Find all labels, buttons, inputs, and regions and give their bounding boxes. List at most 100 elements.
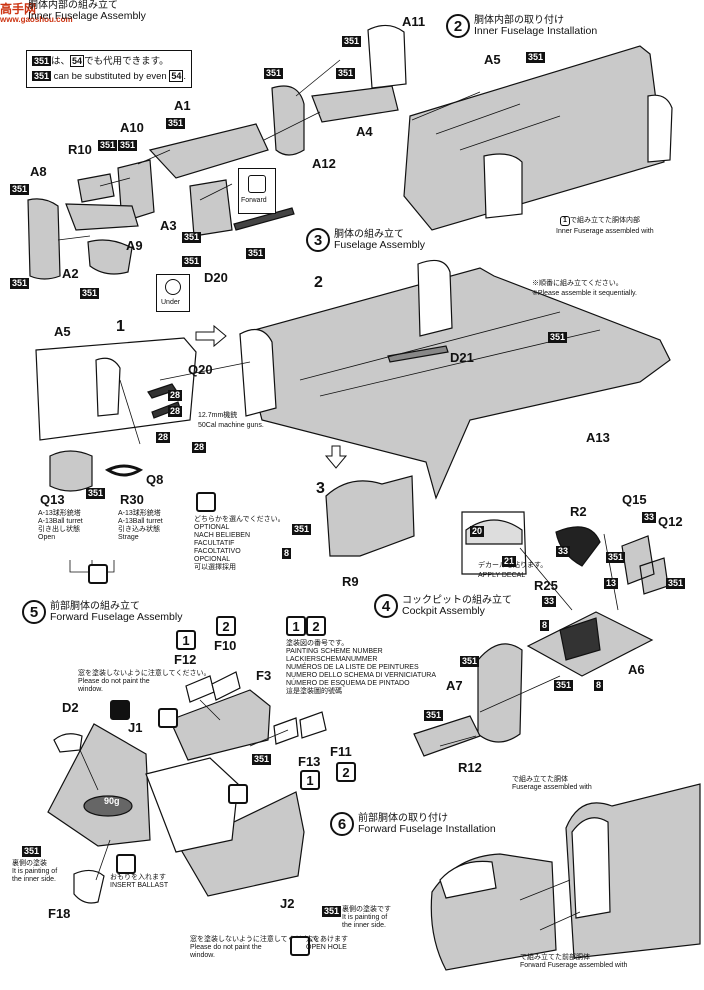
color-351: 351 bbox=[22, 846, 42, 857]
forward-direction-box: Forward bbox=[238, 168, 276, 214]
step3-title-jp: 胴体の組み立て bbox=[334, 229, 404, 240]
forward-arrow-icon bbox=[248, 175, 266, 193]
color-351: 351 bbox=[166, 118, 186, 129]
part-f10-drawing bbox=[211, 671, 241, 701]
under-label: Under bbox=[161, 299, 181, 306]
forward-label: Forward bbox=[241, 197, 267, 204]
part-label-r30: R30 bbox=[120, 492, 144, 507]
color-351: 351 bbox=[182, 232, 202, 243]
part-label-q15: Q15 bbox=[622, 492, 647, 507]
decal-note-jp: デカールを貼ります。 bbox=[478, 562, 548, 569]
no-paint-icon bbox=[110, 700, 130, 720]
color-28: 28 bbox=[192, 442, 207, 453]
ballast-weight: 90g bbox=[104, 796, 120, 806]
part-q12-drawing bbox=[621, 535, 669, 595]
part-label-a5: A5 bbox=[484, 52, 501, 67]
sequential-note-jp: ※順番に組み立てください。 bbox=[532, 280, 623, 287]
r30-jp: A-13球形銃塔 bbox=[118, 510, 161, 517]
inner-fuselage-drawing bbox=[403, 45, 665, 231]
part-label-a12: A12 bbox=[312, 156, 336, 171]
step2-title-jp: 胴体内部の取り付け bbox=[474, 15, 564, 26]
note-color-351: 351 bbox=[32, 56, 52, 66]
q13-jp2: 引き出し状態 bbox=[38, 526, 80, 533]
inner-ref-num: 1 bbox=[560, 216, 570, 226]
optional-fr: FACULTATIF bbox=[194, 540, 235, 547]
optional-jp: どちらかを選んでください。 bbox=[194, 516, 285, 523]
note-jp-end: でも代用できます。 bbox=[84, 56, 169, 67]
color-351: 351 bbox=[292, 524, 312, 535]
scheme-zh: 這是塗裝圖的號碼 bbox=[286, 688, 342, 695]
window-en2-bottom: window. bbox=[190, 952, 215, 959]
part-a8-drawing bbox=[27, 198, 61, 280]
step4-number: 4 bbox=[374, 594, 398, 618]
color-28: 28 bbox=[156, 432, 171, 443]
paint-direction-icon bbox=[158, 708, 178, 728]
scheme-legend-2-badge: 2 bbox=[306, 616, 326, 636]
optional-es: OPCIONAL bbox=[194, 556, 231, 563]
q13-en2: Open bbox=[38, 534, 56, 541]
open-hole-note: 穴をあけます OPEN HOLE bbox=[306, 936, 348, 952]
scheme-es: NÚMERO DE ESQUEMA DE PINTADO bbox=[286, 680, 410, 687]
color-351: 351 bbox=[182, 256, 202, 267]
part-label-a8: A8 bbox=[30, 164, 47, 179]
watermark-brand: 高手网 bbox=[0, 2, 37, 16]
q13-jp: A-13球形銃塔 bbox=[38, 510, 81, 517]
subassembly-2-label: 2 bbox=[314, 274, 323, 291]
forward-fuselage-assembled-note: で組み立てた前部胴体 Forward Fuserage assembled wi… bbox=[520, 954, 627, 970]
color-33: 33 bbox=[642, 512, 657, 523]
ballast-icon bbox=[116, 854, 136, 874]
color-351: 351 bbox=[336, 68, 356, 79]
step2-header: 2 胴体内部の取り付け Inner Fuselage Installation bbox=[446, 14, 597, 38]
note-en-mid: can be substituted by even bbox=[53, 71, 167, 82]
under-direction-box: Under bbox=[156, 274, 190, 312]
color-351: 351 bbox=[86, 488, 106, 499]
open-hole-jp: 穴をあけます bbox=[306, 936, 348, 943]
part-label-f12: F12 bbox=[174, 652, 197, 667]
window-en1-bottom: Please do not paint the bbox=[190, 944, 262, 951]
decal-note-en: APPLY DECAL bbox=[478, 572, 526, 579]
step6-title-jp: 前部胴体の取り付け bbox=[358, 813, 448, 824]
subassembly-1-label: 1 bbox=[116, 318, 125, 335]
window-note-top: 窓を塗装しないように注意してください。 Please do not paint … bbox=[78, 670, 210, 694]
part-a12-drawing bbox=[271, 85, 305, 156]
color-351: 351 bbox=[98, 140, 118, 151]
part-r12-drawing bbox=[413, 715, 481, 757]
color-351: 351 bbox=[554, 680, 574, 691]
part-label-a4: A4 bbox=[356, 124, 373, 139]
color-351: 351 bbox=[606, 552, 626, 563]
part-label-a2: A2 bbox=[62, 266, 79, 281]
step4-header: 4 コックピットの組み立て Cockpit Assembly bbox=[374, 594, 512, 618]
scheme-it: NUMERO DELLO SCHEMA DI VERNICIATURA bbox=[286, 672, 437, 679]
step4-title-jp: コックピットの組み立て bbox=[402, 595, 512, 606]
inner-en2: the inner side. bbox=[12, 876, 56, 883]
color-8: 8 bbox=[594, 680, 604, 691]
part-label-d2: D2 bbox=[62, 700, 79, 715]
inner-assembled-jp: で組み立てた胴体内部 bbox=[570, 217, 640, 224]
color-351: 351 bbox=[264, 68, 284, 79]
step1-header: 胴体内部の組み立て Inner Fuselage Assembly bbox=[28, 0, 146, 22]
under-arrow-icon bbox=[165, 279, 181, 295]
part-a9-drawing bbox=[65, 203, 139, 231]
sequential-note-en: ※Please assemble it sequentially. bbox=[532, 290, 637, 297]
part-a7-drawing bbox=[477, 643, 523, 743]
optional-choice-icon-bottom bbox=[88, 564, 108, 584]
inner2-en1: It is painting of bbox=[342, 914, 388, 921]
step6-number: 6 bbox=[330, 812, 354, 836]
f13-scheme-1-badge: 1 bbox=[300, 770, 320, 790]
cockpit-interior-drawing bbox=[145, 757, 239, 853]
part-label-a9: A9 bbox=[126, 238, 143, 253]
q13-notes: A-13球形銃塔 A-13Ball turret 引き出し状態 Open bbox=[38, 510, 83, 542]
color-33: 33 bbox=[556, 546, 571, 557]
part-label-r2: R2 bbox=[570, 504, 587, 519]
window-jp-bottom: 窓を塗装しないように注意してください。 bbox=[190, 936, 323, 943]
paint-direction-icon-2 bbox=[228, 784, 248, 804]
step1-title-en: Inner Fuselage Assembly bbox=[28, 10, 146, 22]
optional-en: OPTIONAL bbox=[194, 524, 230, 531]
forward-assembled-en: Forward Fuserage assembled with bbox=[520, 962, 628, 969]
color-351: 351 bbox=[118, 140, 138, 151]
color-351: 351 bbox=[246, 248, 266, 259]
window-jp: 窓を塗装しないように注意してください。 bbox=[78, 670, 211, 677]
color-351: 351 bbox=[80, 288, 100, 299]
